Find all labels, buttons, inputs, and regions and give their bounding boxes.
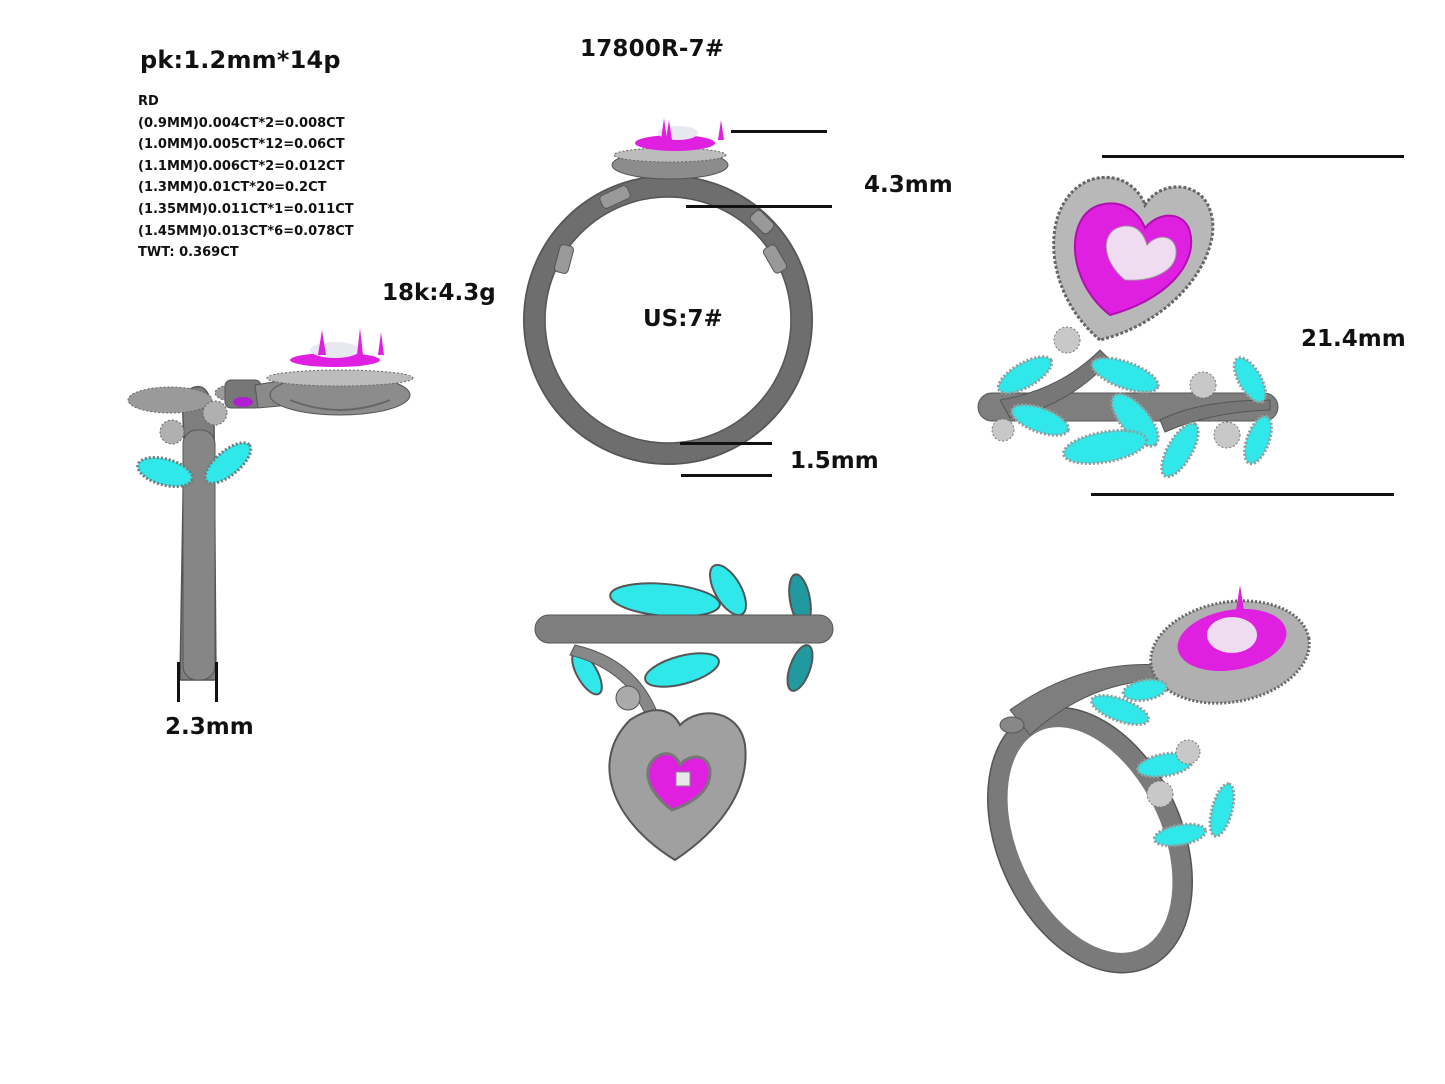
length-dim-bottom	[1091, 493, 1394, 496]
stone-row: (1.35MM)0.011CT*1=0.011CT	[138, 201, 354, 217]
model-code-title: 17800R-7#	[580, 36, 725, 62]
stone-row: (0.9MM)0.004CT*2=0.008CT	[138, 115, 345, 131]
band-thickness-dim-bottom	[681, 474, 772, 477]
band-width-dim-left	[177, 662, 180, 702]
head-height-dim-top	[731, 130, 827, 133]
stone-row: (1.0MM)0.005CT*12=0.06CT	[138, 137, 345, 153]
pave-spec-label: pk:1.2mm*14p	[140, 46, 341, 74]
band-thickness-label: 1.5mm	[790, 448, 879, 474]
head-height-label: 4.3mm	[864, 172, 953, 198]
length-dim-top	[1102, 155, 1404, 158]
band-width-dim-right	[215, 662, 218, 702]
metal-weight-label: 18k:4.3g	[382, 280, 496, 306]
stone-row: (1.1MM)0.006CT*2=0.012CT	[138, 158, 345, 174]
stone-spec-list: RD (0.9MM)0.004CT*2=0.008CT (1.0MM)0.005…	[138, 91, 354, 264]
band-width-label: 2.3mm	[165, 714, 254, 740]
stone-shape: RD	[138, 94, 159, 109]
length-label: 21.4mm	[1301, 326, 1406, 352]
ring-size-label: US:7#	[643, 306, 723, 332]
stone-row: (1.45MM)0.013CT*6=0.078CT	[138, 223, 354, 239]
head-height-dim-bottom	[686, 205, 832, 208]
total-weight: TWT: 0.369CT	[138, 245, 239, 261]
stone-row: (1.3MM)0.01CT*20=0.2CT	[138, 180, 327, 196]
band-thickness-dim-top	[680, 442, 772, 445]
